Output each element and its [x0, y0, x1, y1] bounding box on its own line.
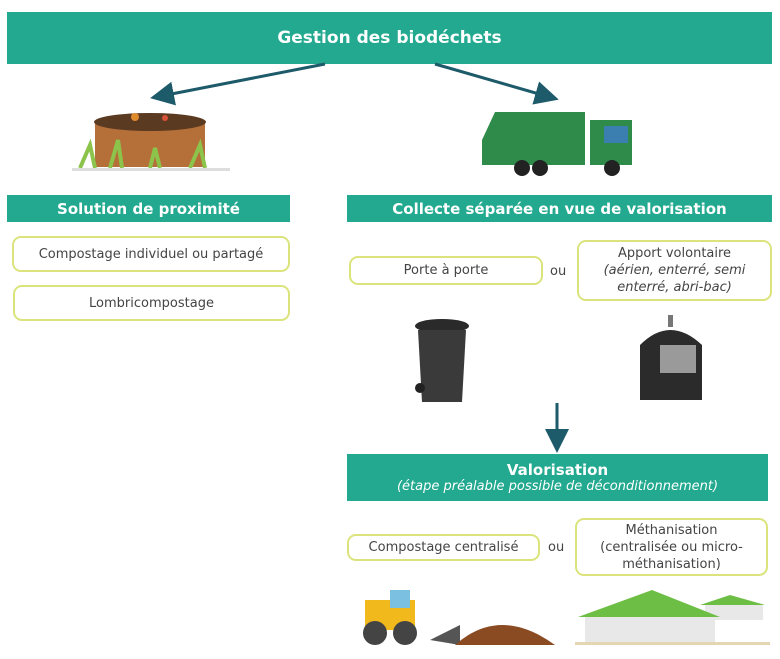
individual-composting-box: Compostage individuel ou partagé [12, 236, 290, 272]
voluntary-drop-title: Apport volontaire [617, 246, 732, 261]
garbage-truck-icon [482, 112, 632, 176]
arrow-right [434, 62, 559, 105]
door-to-door-box: Porte à porte [349, 256, 543, 285]
door-to-door-label: Porte à porte [403, 263, 489, 278]
centralized-composting-label: Compostage centralisé [368, 540, 519, 555]
or-label: ou [550, 264, 567, 279]
loader-compost-icon [363, 590, 555, 645]
main-title: Gestion des biodéchets [277, 28, 502, 48]
methanisation-plant-icon [575, 590, 770, 645]
proximity-solution-title: Solution de proximité [57, 199, 240, 218]
valorisation-header: Valorisation (étape préalable possible d… [347, 454, 768, 501]
arrow-left [150, 62, 326, 106]
methanisation-title: Méthanisation [625, 522, 718, 538]
methanisation-box: Méthanisation (centralisée ou micro-méth… [575, 518, 768, 576]
voluntary-drop-detail: (aérien, enterré, semi enterré, abri-bac… [603, 263, 746, 295]
methanisation-detail: (centralisée ou micro-méthanisation) [600, 539, 743, 572]
voluntary-drop-container-icon [640, 315, 702, 400]
wheelie-bin-icon [415, 319, 469, 402]
vermicomposting-box: Lombricompostage [13, 285, 290, 321]
valorisation-subtitle: (étape préalable possible de décondition… [396, 479, 719, 494]
or-label-2: ou [548, 540, 565, 555]
centralized-composting-box: Compostage centralisé [347, 534, 540, 561]
voluntary-drop-box: Apport volontaire (aérien, enterré, semi… [577, 240, 772, 301]
compost-bin-icon [72, 113, 230, 171]
main-title-banner: Gestion des biodéchets [7, 12, 772, 64]
valorisation-title: Valorisation [506, 461, 609, 479]
separate-collection-title: Collecte séparée en vue de valorisation [392, 199, 727, 218]
separate-collection-header: Collecte séparée en vue de valorisation [347, 195, 772, 222]
vermicomposting-label: Lombricompostage [89, 295, 214, 311]
individual-composting-label: Compostage individuel ou partagé [38, 246, 264, 262]
proximity-solution-header: Solution de proximité [7, 195, 290, 222]
